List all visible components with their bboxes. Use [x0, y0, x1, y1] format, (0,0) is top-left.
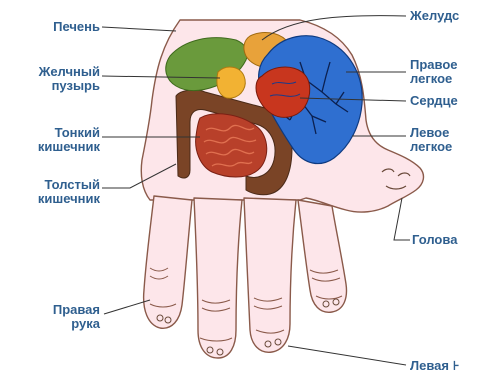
gallbladder-shape: [217, 67, 245, 98]
label-head: Голова: [412, 233, 498, 247]
leader-head: [394, 198, 410, 240]
label-left-lung: Левое легкое: [410, 126, 498, 154]
label-heart: Сердце: [410, 94, 498, 108]
finger-ring: [244, 198, 296, 352]
label-stomach: Желудс: [410, 9, 498, 23]
label-right-hand: Правая рука: [8, 303, 100, 331]
fingertip-marks: [157, 299, 339, 355]
label-liver: Печень: [8, 20, 100, 34]
label-small-intestine: Тонкий кишечник: [8, 126, 100, 154]
label-right-lung: Правое легкое: [410, 58, 498, 86]
label-left-hand: Левая ⊦: [410, 359, 498, 373]
label-large-intestine: Толстый кишечник: [8, 178, 100, 206]
finger-little: [298, 200, 346, 312]
label-gallbladder: Желчный пузырь: [8, 65, 100, 93]
finger-middle: [194, 198, 242, 358]
leader-liver: [102, 27, 176, 31]
leader-right-hand: [104, 300, 150, 314]
finger-index: [144, 196, 192, 328]
leader-left-hand: [288, 346, 406, 365]
